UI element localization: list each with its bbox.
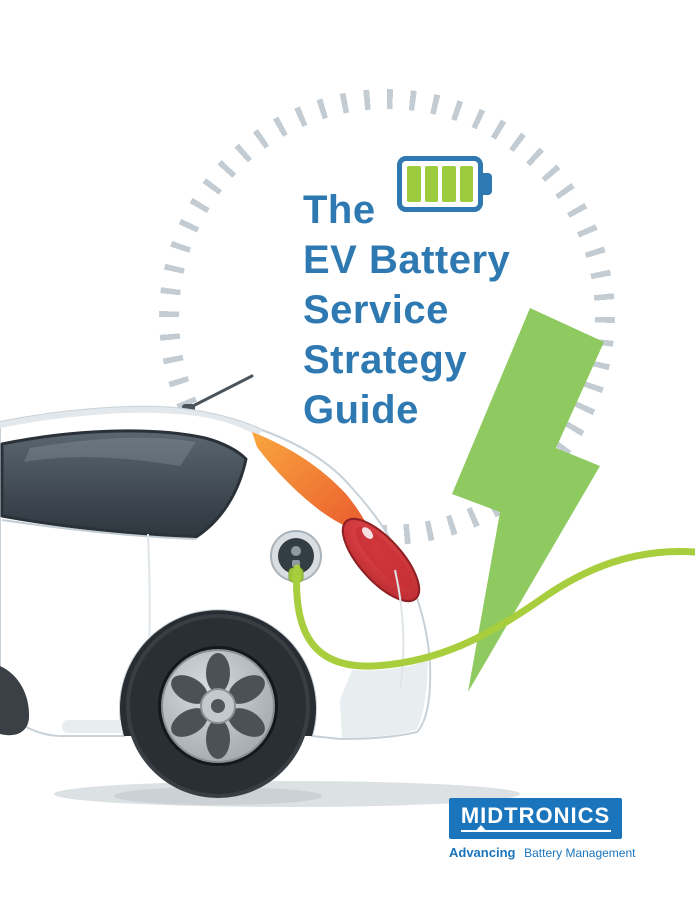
front-wheel [0, 666, 30, 736]
battery-bar [424, 166, 438, 202]
title-line-4: Strategy [303, 338, 468, 382]
battery-icon [397, 156, 492, 212]
title-line-1: The [303, 188, 376, 232]
side-window-glass [0, 429, 248, 539]
battery-bar [407, 166, 421, 202]
glass-reflection [24, 437, 196, 466]
charge-port [270, 530, 322, 583]
bumper-shade [340, 660, 428, 738]
brand-name: MIDTRONICS [460, 803, 611, 828]
logo-underline [460, 830, 611, 832]
tagline-bold: Advancing [449, 845, 516, 860]
midtronics-logo: MIDTRONICS Advancing Battery Management [449, 798, 636, 860]
antenna [187, 374, 254, 410]
brand-tagline: Advancing Battery Management [449, 845, 636, 860]
battery-bar [442, 166, 456, 202]
rear-wheel [126, 614, 310, 798]
page-title: The EV Battery Service Strategy Guide [303, 185, 510, 435]
charge-plug [288, 567, 304, 583]
pillar-accent [252, 432, 373, 536]
title-line-5: Guide [303, 388, 419, 432]
battery-terminal [483, 173, 492, 195]
title-line-2: EV Battery [303, 238, 511, 282]
roof-shade [0, 406, 262, 436]
ev-car-illustration [0, 374, 520, 807]
battery-bar [459, 166, 473, 202]
tagline-rest: Battery Management [524, 846, 636, 860]
midtronics-logo-box: MIDTRONICS [449, 798, 622, 839]
title-line-3: Service [303, 288, 449, 332]
window-trim [1, 519, 197, 540]
battery-body [397, 156, 483, 212]
